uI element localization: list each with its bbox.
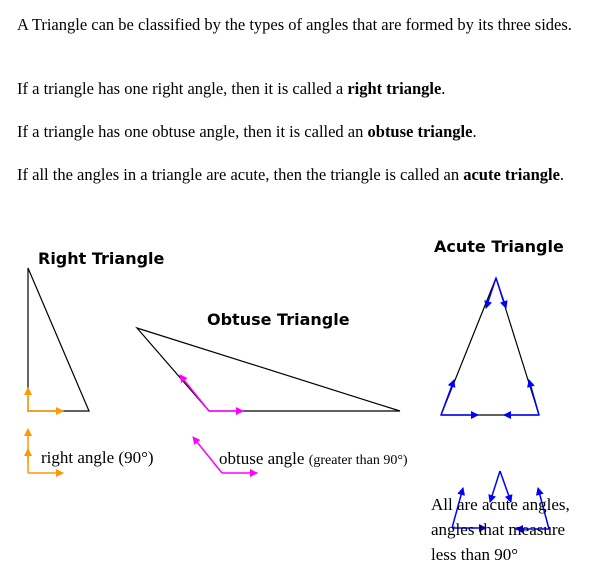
term-obtuse-triangle: obtuse triangle bbox=[367, 122, 473, 141]
right-angle-arrows bbox=[24, 387, 64, 415]
text: All are acute angles, bbox=[431, 495, 570, 514]
acute-definition: If all the angles in a triangle are acut… bbox=[17, 164, 587, 185]
acute-triangle bbox=[440, 276, 550, 533]
right-definition: If a triangle has one right angle, then … bbox=[17, 78, 587, 99]
intro-text: A Triangle can be classified by the type… bbox=[17, 15, 572, 34]
text: (greater than 90°) bbox=[308, 453, 408, 468]
right-triangle-title: Right Triangle bbox=[38, 249, 165, 268]
acute-angle-arrows bbox=[440, 277, 540, 419]
acute-triangle-title: Acute Triangle bbox=[434, 237, 564, 256]
text: If a triangle has one right angle, then … bbox=[17, 79, 348, 98]
acute-angle-label: All are acute angles, angles that measur… bbox=[431, 492, 570, 567]
obtuse-angle-arrows bbox=[179, 374, 244, 415]
text: If all the angles in a triangle are acut… bbox=[17, 165, 464, 184]
obtuse-definition: If a triangle has one obtuse angle, then… bbox=[17, 121, 587, 142]
term-acute-triangle: acute triangle bbox=[463, 165, 560, 184]
right-angle-label: right angle (90°) bbox=[41, 448, 154, 467]
obtuse-triangle bbox=[135, 326, 401, 477]
text: . bbox=[559, 165, 565, 184]
text: . bbox=[472, 122, 477, 141]
right-triangle bbox=[24, 267, 90, 477]
right-angle-legend-icon bbox=[24, 428, 64, 477]
obtuse-angle-legend-icon bbox=[192, 436, 258, 477]
term-right-triangle: right triangle bbox=[347, 79, 442, 98]
obtuse-angle-label: obtuse angle (greater than 90°) bbox=[219, 449, 408, 469]
acute-angle-legend-icons bbox=[451, 470, 550, 533]
text: angles that measure bbox=[431, 520, 566, 539]
text: obtuse angle bbox=[219, 449, 305, 468]
text: If a triangle has one obtuse angle, then… bbox=[17, 122, 368, 141]
text: less than 90° bbox=[431, 545, 519, 564]
obtuse-triangle-title: Obtuse Triangle bbox=[207, 310, 350, 329]
text: . bbox=[441, 79, 446, 98]
